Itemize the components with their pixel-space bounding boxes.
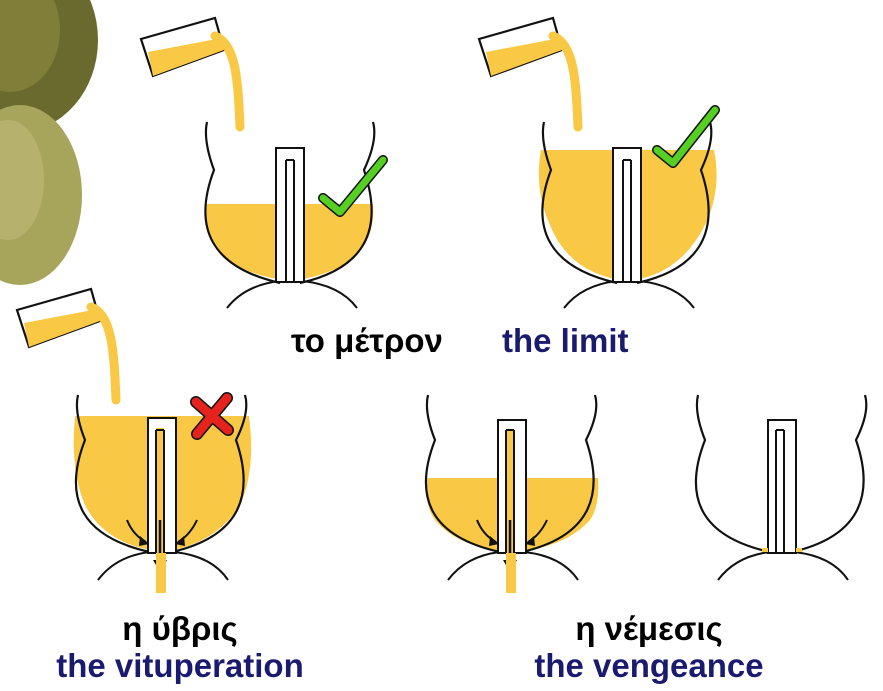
cup-body (426, 395, 598, 593)
cup-panel-empty (696, 395, 866, 580)
caption-hybris-english: the vituperation (0, 649, 360, 682)
pouring-cup-icon (479, 18, 578, 127)
cup-panel-overfilled (17, 289, 251, 593)
olive-decoration (0, 0, 98, 285)
caption-metron-english: the limit (502, 324, 629, 357)
cup-panel-draining (426, 395, 598, 593)
cup-panel-full (479, 18, 717, 308)
pouring-cup-icon (141, 18, 240, 127)
caption-metron-greek: το μέτρον (291, 324, 443, 357)
cup-body (539, 122, 717, 308)
caption-hybris-greek: η ύβρις (0, 612, 360, 645)
cup-panel-partial (141, 18, 383, 308)
cup-body (205, 122, 375, 308)
cup-body (696, 395, 866, 580)
caption-nemesis-greek: η νέμεσις (469, 612, 829, 645)
caption-nemesis-english: the vengeance (469, 649, 829, 682)
pouring-cup-icon (17, 289, 116, 400)
